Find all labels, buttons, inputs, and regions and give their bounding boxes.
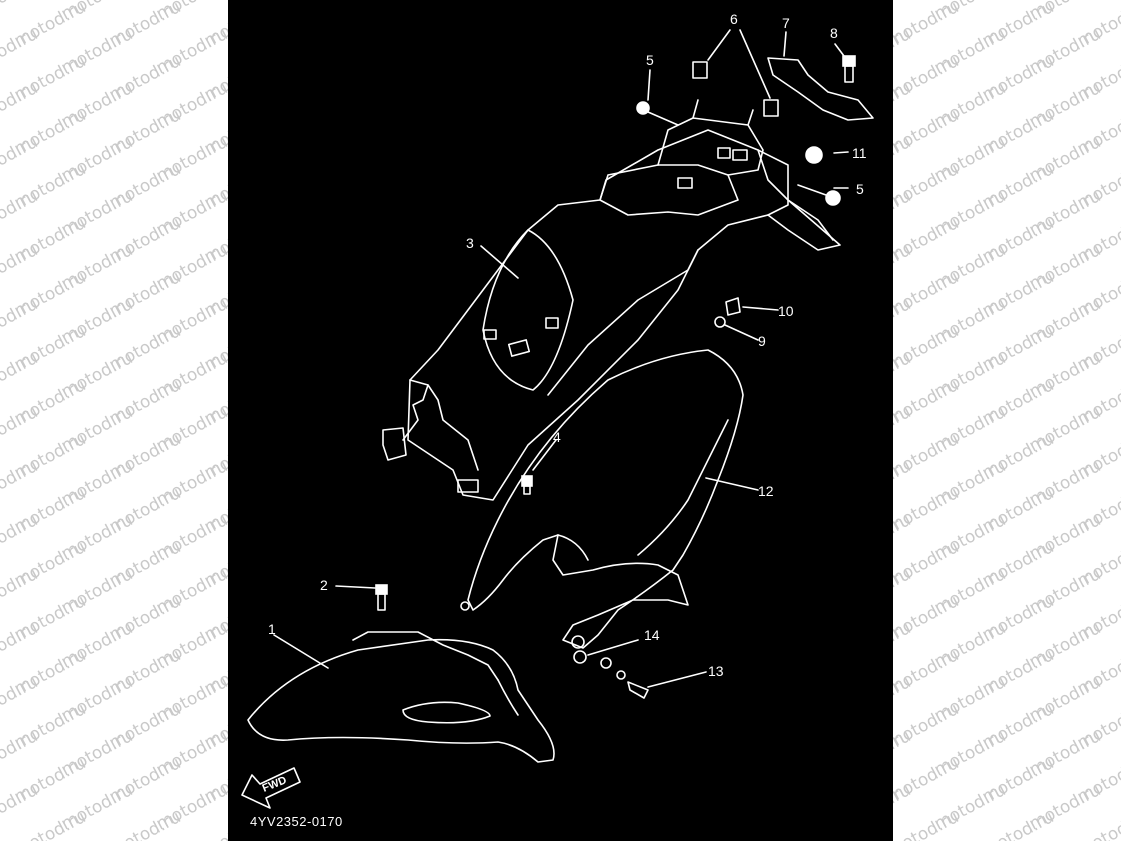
watermark-text: motod.ru (893, 807, 962, 841)
callout-4: 4 (553, 429, 561, 445)
part-4-bolt (521, 475, 533, 495)
watermark-text: motod.ru (106, 807, 184, 841)
watermark-text: motod.ru (0, 456, 41, 510)
watermark-text: motod.ru (0, 294, 41, 348)
watermark-text: motod.ru (0, 186, 41, 240)
watermark-text: motod.ru (11, 807, 89, 841)
callout-1: 1 (268, 621, 276, 637)
part-rear-fender-frame (382, 99, 841, 501)
part-8-bolt (842, 55, 856, 83)
part-5-bolt-lower (797, 184, 841, 206)
callout-10: 10 (778, 303, 794, 319)
part-9-nut (714, 316, 726, 328)
watermark-text: motod.ru (201, 807, 228, 841)
fwd-label: FWD (261, 774, 289, 795)
callout-13: 13 (708, 663, 724, 679)
watermark-text: motod.ru (0, 240, 41, 294)
fwd-direction-arrow: FWD (241, 767, 301, 809)
callout-8: 8 (830, 25, 838, 41)
part-13-bolt (616, 670, 649, 699)
callout-6: 6 (730, 11, 738, 27)
callout-7: 7 (782, 15, 790, 31)
watermark-text: motod.ru (0, 618, 41, 672)
part-14-collar (573, 650, 612, 669)
part-7-bracket (767, 57, 874, 121)
callout-leaders (273, 29, 849, 688)
watermark-text: motod.ru (0, 564, 41, 618)
watermark-text: motod.ru (979, 807, 1057, 841)
watermark-text: motod.ru (0, 132, 41, 186)
part-5-bolt-upper (636, 101, 679, 126)
diagram-code: 4YV2352-0170 (250, 814, 343, 829)
watermark-text: motod.ru (0, 672, 41, 726)
watermark-text: motod.ru (0, 780, 41, 834)
callout-12: 12 (758, 483, 774, 499)
part-6-nuts (692, 61, 779, 117)
parts-diagram-canvas: FWD 1 2 3 4 5 5 (241, 11, 874, 829)
watermark-text: motod.ru (1074, 807, 1121, 841)
callout-3: 3 (466, 235, 474, 251)
watermark-text: motod.ru (0, 24, 41, 78)
callout-2: 2 (320, 577, 328, 593)
watermark-text: motod.ru (0, 510, 41, 564)
part-rear-mudguard (460, 349, 744, 649)
callout-numbers: 1 2 3 4 5 5 6 7 8 9 10 11 12 13 14 (268, 11, 867, 679)
callout-5-upper: 5 (646, 52, 654, 68)
watermark-text: motod.ru (0, 348, 41, 402)
callout-11: 11 (852, 145, 867, 161)
callout-14: 14 (644, 627, 660, 643)
callout-9: 9 (758, 333, 766, 349)
watermark-text: motod.ru (0, 402, 41, 456)
part-2-bolt (375, 584, 388, 611)
part-front-fender (247, 631, 555, 763)
part-11-damper (805, 146, 823, 164)
part-10-clip (725, 297, 741, 316)
watermark-text: motod.ru (0, 78, 41, 132)
callout-5-lower: 5 (856, 181, 864, 197)
watermark-text: motod.ru (0, 726, 41, 780)
parts-diagram: FWD 1 2 3 4 5 5 (228, 0, 893, 841)
